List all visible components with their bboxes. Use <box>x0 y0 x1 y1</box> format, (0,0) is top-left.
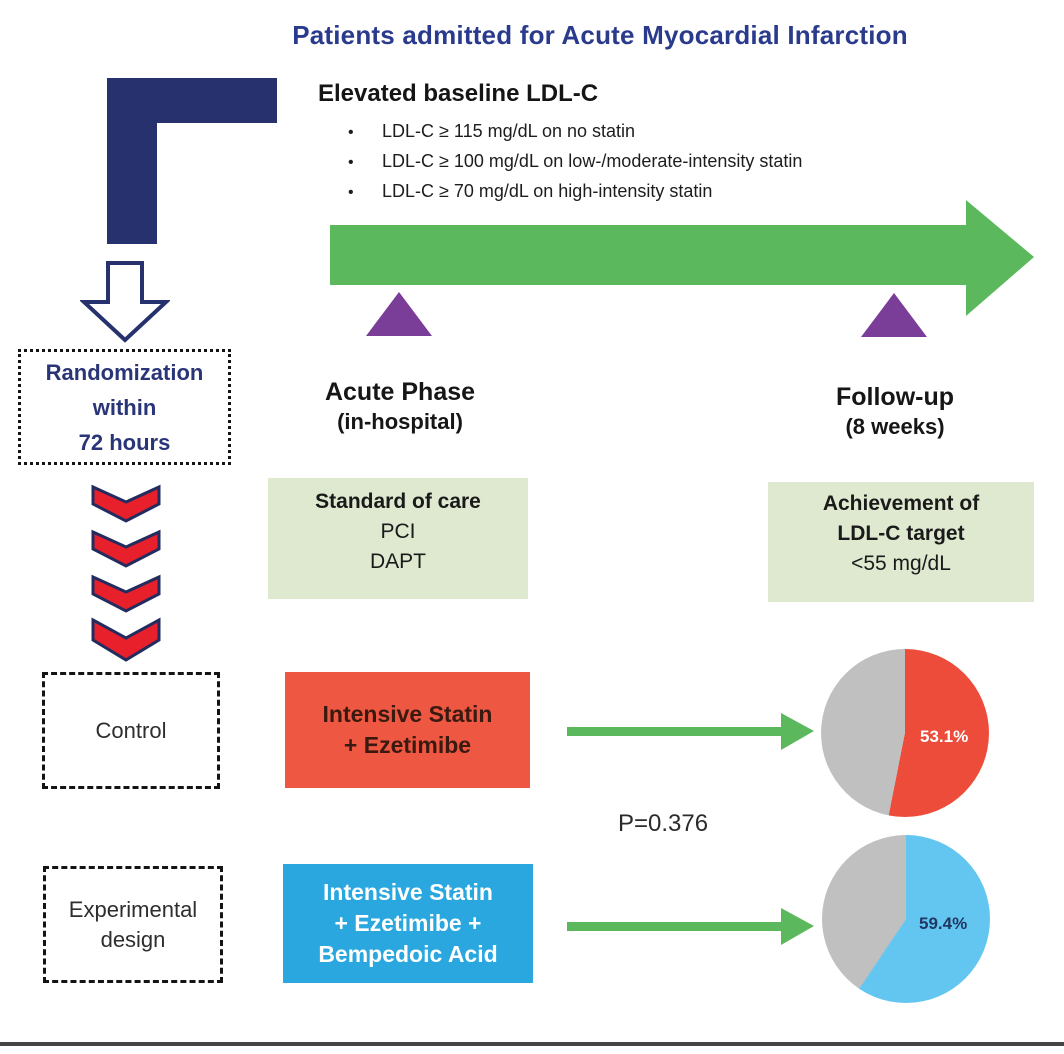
followup-subtitle: (8 weeks) <box>845 414 945 439</box>
control-arm-label: Control <box>95 717 167 743</box>
flow-arrow-icon <box>567 908 814 945</box>
chevron-down-icon <box>91 617 161 662</box>
timeline-arrow-icon <box>330 200 1034 316</box>
randomization-line: 72 hours <box>78 429 171 455</box>
experimental-result-percentage: 59.4% <box>919 914 968 933</box>
standard-of-care-box: Standard of care PCI DAPT <box>268 478 528 599</box>
flow-arrow-icon <box>567 713 814 750</box>
control-treatment-line: + Ezetimibe <box>343 732 472 758</box>
bullet-text: LDL-C ≥ 100 mg/dL on low-/moderate-inten… <box>382 151 803 171</box>
elbow-connector-shape <box>107 78 277 244</box>
bottom-divider <box>0 1042 1064 1046</box>
control-result-pie-chart <box>821 649 989 817</box>
experimental-result-pie-chart <box>822 835 990 1003</box>
followup-label: Follow-up (8 weeks) <box>790 381 1000 441</box>
acute-phase-marker-triangle-icon <box>366 292 432 336</box>
care-box-line: DAPT <box>369 550 426 573</box>
bullet-icon <box>348 117 382 147</box>
experimental-treatment-line: Intensive Statin <box>323 879 493 905</box>
outcome-box-title: Achievement of <box>822 492 980 515</box>
control-treatment-line: Intensive Statin <box>322 701 493 727</box>
randomization-box: Randomization within 72 hours <box>18 349 231 465</box>
acute-phase-label: Acute Phase (in-hospital) <box>295 376 505 436</box>
care-box-line: PCI <box>380 520 416 543</box>
acute-phase-title: Acute Phase <box>324 378 476 406</box>
control-arm-box: Control <box>42 672 220 789</box>
baseline-heading: Elevated baseline LDL-C <box>318 80 599 107</box>
bullet-text: LDL-C ≥ 115 mg/dL on no statin <box>382 121 636 141</box>
down-arrow-icon <box>80 261 170 343</box>
randomization-line: Randomization <box>45 359 204 385</box>
care-box-title: Standard of care <box>315 490 481 513</box>
control-treatment-box: Intensive Statin + Ezetimibe <box>285 672 530 788</box>
experimental-treatment-line: + Ezetimibe + <box>334 910 482 936</box>
page-title: Patients admitted for Acute Myocardial I… <box>292 20 908 50</box>
list-item: LDL-C ≥ 70 mg/dL on high-intensity stati… <box>348 177 802 207</box>
randomization-line: within <box>92 394 157 420</box>
outcome-box: Achievement of LDL-C target <55 mg/dL <box>768 482 1034 602</box>
baseline-bullet-list: LDL-C ≥ 115 mg/dL on no statin LDL-C ≥ 1… <box>348 117 802 207</box>
experimental-arm-label: Experimental <box>68 896 198 922</box>
acute-phase-subtitle: (in-hospital) <box>337 409 463 434</box>
outcome-box-target: <55 mg/dL <box>851 552 951 575</box>
experimental-treatment-box: Intensive Statin + Ezetimibe + Bempedoic… <box>283 864 533 983</box>
chevron-down-icon <box>91 574 161 613</box>
control-result-percentage: 53.1% <box>920 727 969 746</box>
chevron-down-icon <box>91 484 161 523</box>
bullet-icon <box>348 147 382 177</box>
followup-title: Follow-up <box>835 383 955 411</box>
experimental-treatment-line: Bempedoic Acid <box>318 941 498 967</box>
bullet-text: LDL-C ≥ 70 mg/dL on high-intensity stati… <box>382 181 713 201</box>
followup-marker-triangle-icon <box>861 293 927 337</box>
outcome-box-title: LDL-C target <box>837 522 965 545</box>
list-item: LDL-C ≥ 100 mg/dL on low-/moderate-inten… <box>348 147 802 177</box>
p-value-label: P=0.376 <box>617 810 709 837</box>
chevron-down-icon <box>91 529 161 568</box>
list-item: LDL-C ≥ 115 mg/dL on no statin <box>348 117 802 147</box>
experimental-arm-box: Experimental design <box>43 866 223 983</box>
experimental-arm-label: design <box>100 926 166 952</box>
